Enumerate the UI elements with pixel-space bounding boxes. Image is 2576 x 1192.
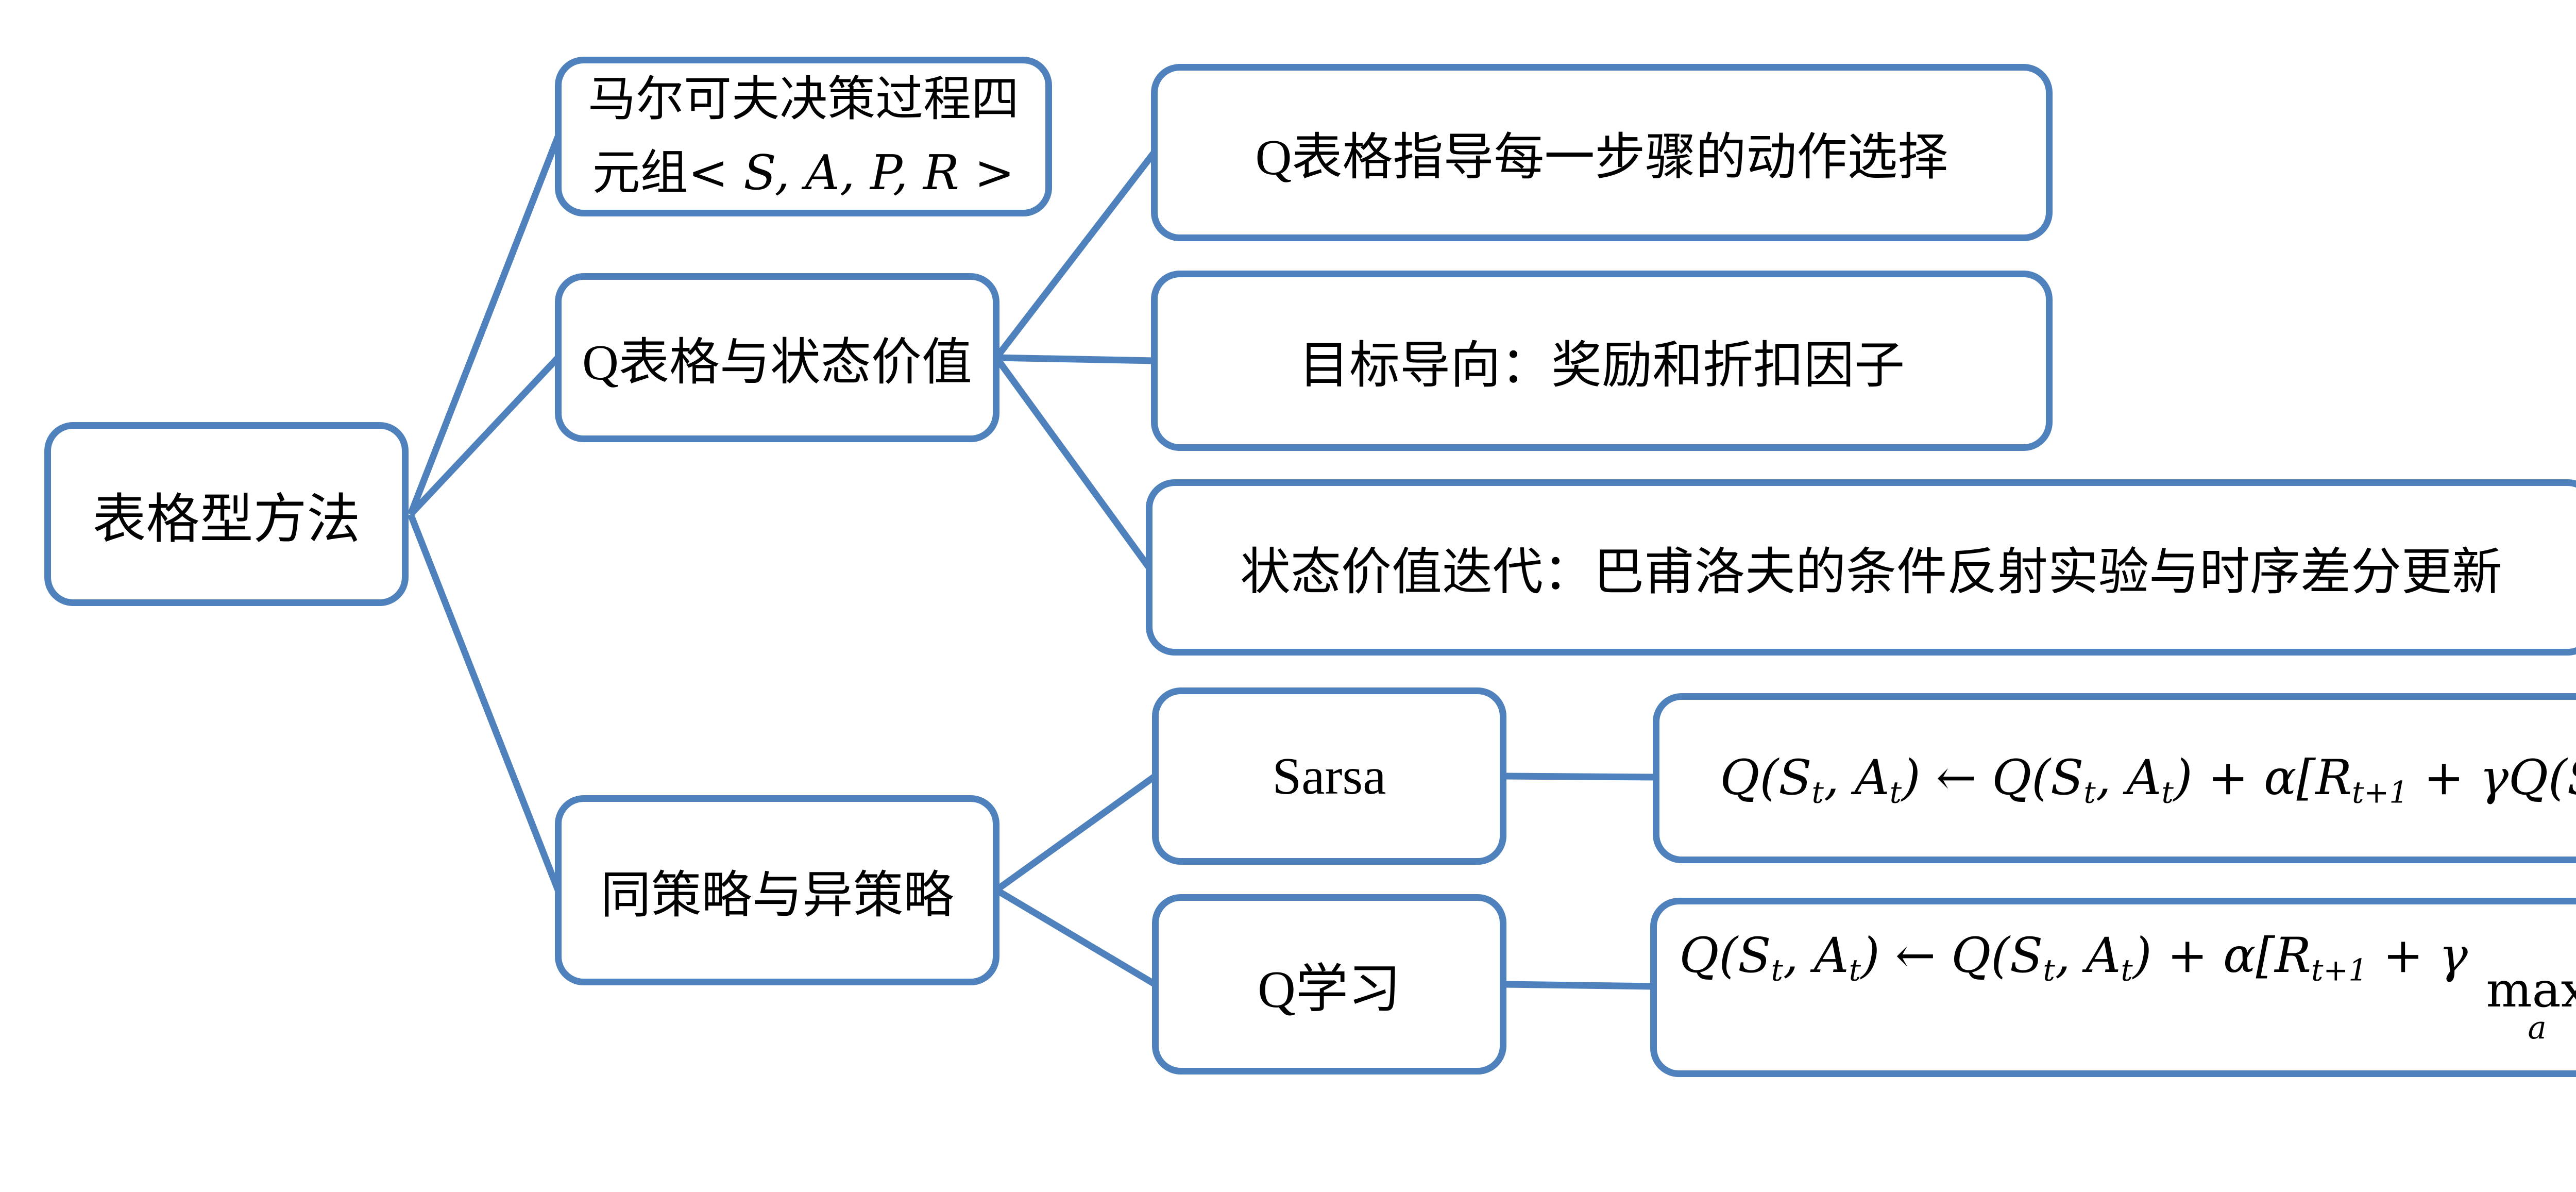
node-state-value-iteration: 状态价值迭代：巴甫洛夫的条件反射实验与时序差分更新 (1146, 479, 2576, 656)
node-sarsa-formula: Q(St, At) ← Q(St, At) + α[Rt+1 + γQ(St+1… (1653, 693, 2576, 863)
mdp-line2-math: < S, A, P, R > (688, 144, 1015, 200)
connector-qtable-sub1 (993, 150, 1157, 360)
node-goal-oriented-label: 目标导向：奖励和折扣因子 (1298, 338, 1905, 394)
sarsa-formula-text: Q(St, At) ← Q(St, At) + α[Rt+1 + γQ(St+1… (1720, 750, 2576, 810)
node-mdp-tuple-label: 马尔可夫决策过程四元组< S, A, P, R > (588, 63, 1019, 210)
node-q-learning: Q学习 (1152, 894, 1506, 1075)
connector-sarsa-formula (1503, 773, 1656, 781)
connector-qlearning-formula (1503, 981, 1654, 990)
mdp-line2-text: 元组 (592, 146, 688, 200)
mdp-line1: 马尔可夫决策过程四 (588, 73, 1019, 127)
connector-root-policy (407, 513, 562, 892)
node-sarsa: Sarsa (1152, 687, 1506, 865)
node-on-off-policy-label: 同策略与异策略 (600, 867, 954, 924)
connector-root-mdp (407, 135, 562, 516)
node-state-value-iteration-label: 状态价值迭代：巴甫洛夫的条件反射实验与时序差分更新 (1240, 545, 2502, 600)
node-mdp-tuple: 马尔可夫决策过程四元组< S, A, P, R > (555, 57, 1052, 216)
node-q-table-guides-actions: Q表格指导每一步骤的动作选择 (1151, 64, 2053, 241)
node-root: 表格型方法 (44, 422, 409, 606)
connector-qtable-sub3 (993, 356, 1152, 569)
node-q-table-guides-actions-label: Q表格指导每一步骤的动作选择 (1255, 130, 1948, 186)
connector-qtable-sub2 (996, 354, 1155, 364)
node-goal-oriented: 目标导向：奖励和折扣因子 (1151, 271, 2053, 451)
connector-policy-sarsa (994, 773, 1157, 893)
node-q-table-state-value-label: Q表格与状态价值 (582, 335, 972, 391)
node-on-off-policy: 同策略与异策略 (555, 795, 999, 985)
node-sarsa-label: Sarsa (1272, 747, 1386, 805)
node-q-learning-label: Q学习 (1258, 960, 1401, 1019)
node-root-label: 表格型方法 (92, 490, 361, 549)
connector-root-qtable (408, 355, 561, 517)
connector-policy-qlearning (994, 887, 1157, 987)
node-q-table-state-value: Q表格与状态价值 (555, 273, 999, 442)
